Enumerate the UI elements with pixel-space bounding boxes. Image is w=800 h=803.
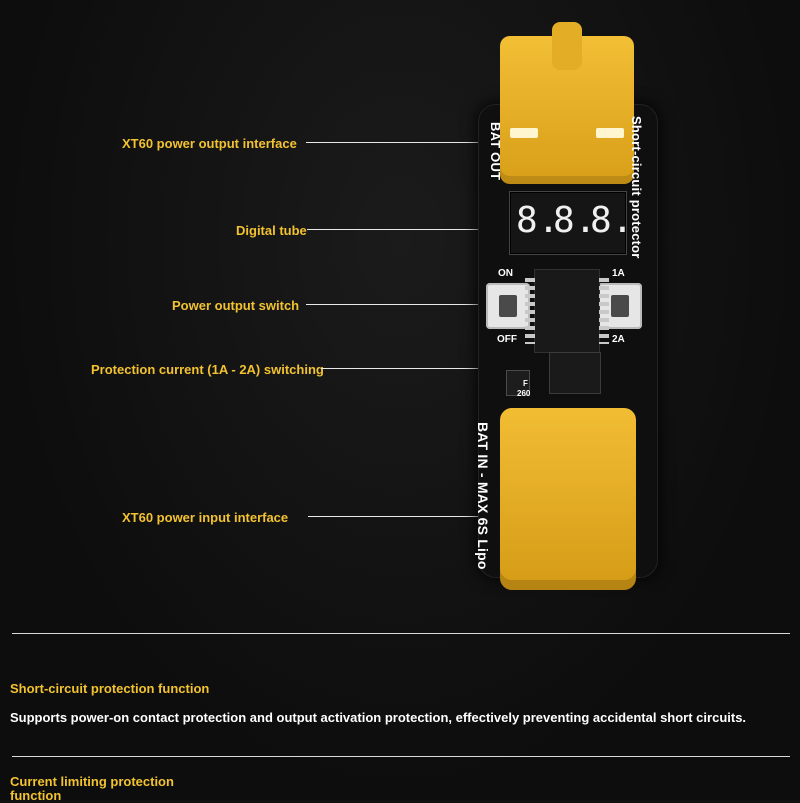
digit-2: 8. xyxy=(553,200,597,241)
section-title-2: Current limiting protection function xyxy=(10,774,174,803)
two-a-label: 2A xyxy=(612,334,625,345)
connector-slot xyxy=(596,128,624,138)
on-label: ON xyxy=(498,268,513,279)
section-text-1: Supports power-on contact protection and… xyxy=(10,710,747,725)
power-switch-button[interactable] xyxy=(486,283,530,329)
xt60-output-label: XT60 power output interface xyxy=(122,136,297,151)
protection-current-line xyxy=(321,368,615,369)
controller-chip xyxy=(525,269,609,353)
digital-tube-label: Digital tube xyxy=(236,223,307,238)
section-divider xyxy=(12,756,790,757)
fuse-letter: F xyxy=(523,379,528,388)
connector-latch xyxy=(552,22,582,70)
power-switch-line xyxy=(306,304,508,305)
fuse-value: 260 xyxy=(517,389,531,398)
bat-in-text: BAT IN - MAX 6S Lipo xyxy=(475,422,491,570)
digital-display: 8. 8. 8. xyxy=(509,191,634,255)
digital-tube-line xyxy=(307,229,513,230)
one-a-label: 1A xyxy=(612,268,625,279)
xt60-input-connector xyxy=(500,408,636,590)
digit-1: 8. xyxy=(516,200,560,241)
section-title-1: Short-circuit protection function xyxy=(10,681,210,696)
switch-core xyxy=(499,295,517,317)
xt60-output-connector xyxy=(500,22,634,184)
connector-slot xyxy=(510,128,538,138)
protection-current-label: Protection current (1A - 2A) switching xyxy=(91,362,324,377)
xt60-input-label: XT60 power input interface xyxy=(122,510,289,525)
digit-3: 8. xyxy=(590,200,634,241)
xt60-output-line xyxy=(306,142,554,143)
fuse xyxy=(506,370,530,396)
power-module xyxy=(549,352,601,394)
power-switch-label: Power output switch xyxy=(172,298,300,313)
section-divider xyxy=(12,633,790,634)
off-label: OFF xyxy=(497,334,517,345)
xt60-input-line xyxy=(308,516,556,517)
bat-out-text: BAT OUT xyxy=(488,122,503,181)
switch-core xyxy=(611,295,629,317)
